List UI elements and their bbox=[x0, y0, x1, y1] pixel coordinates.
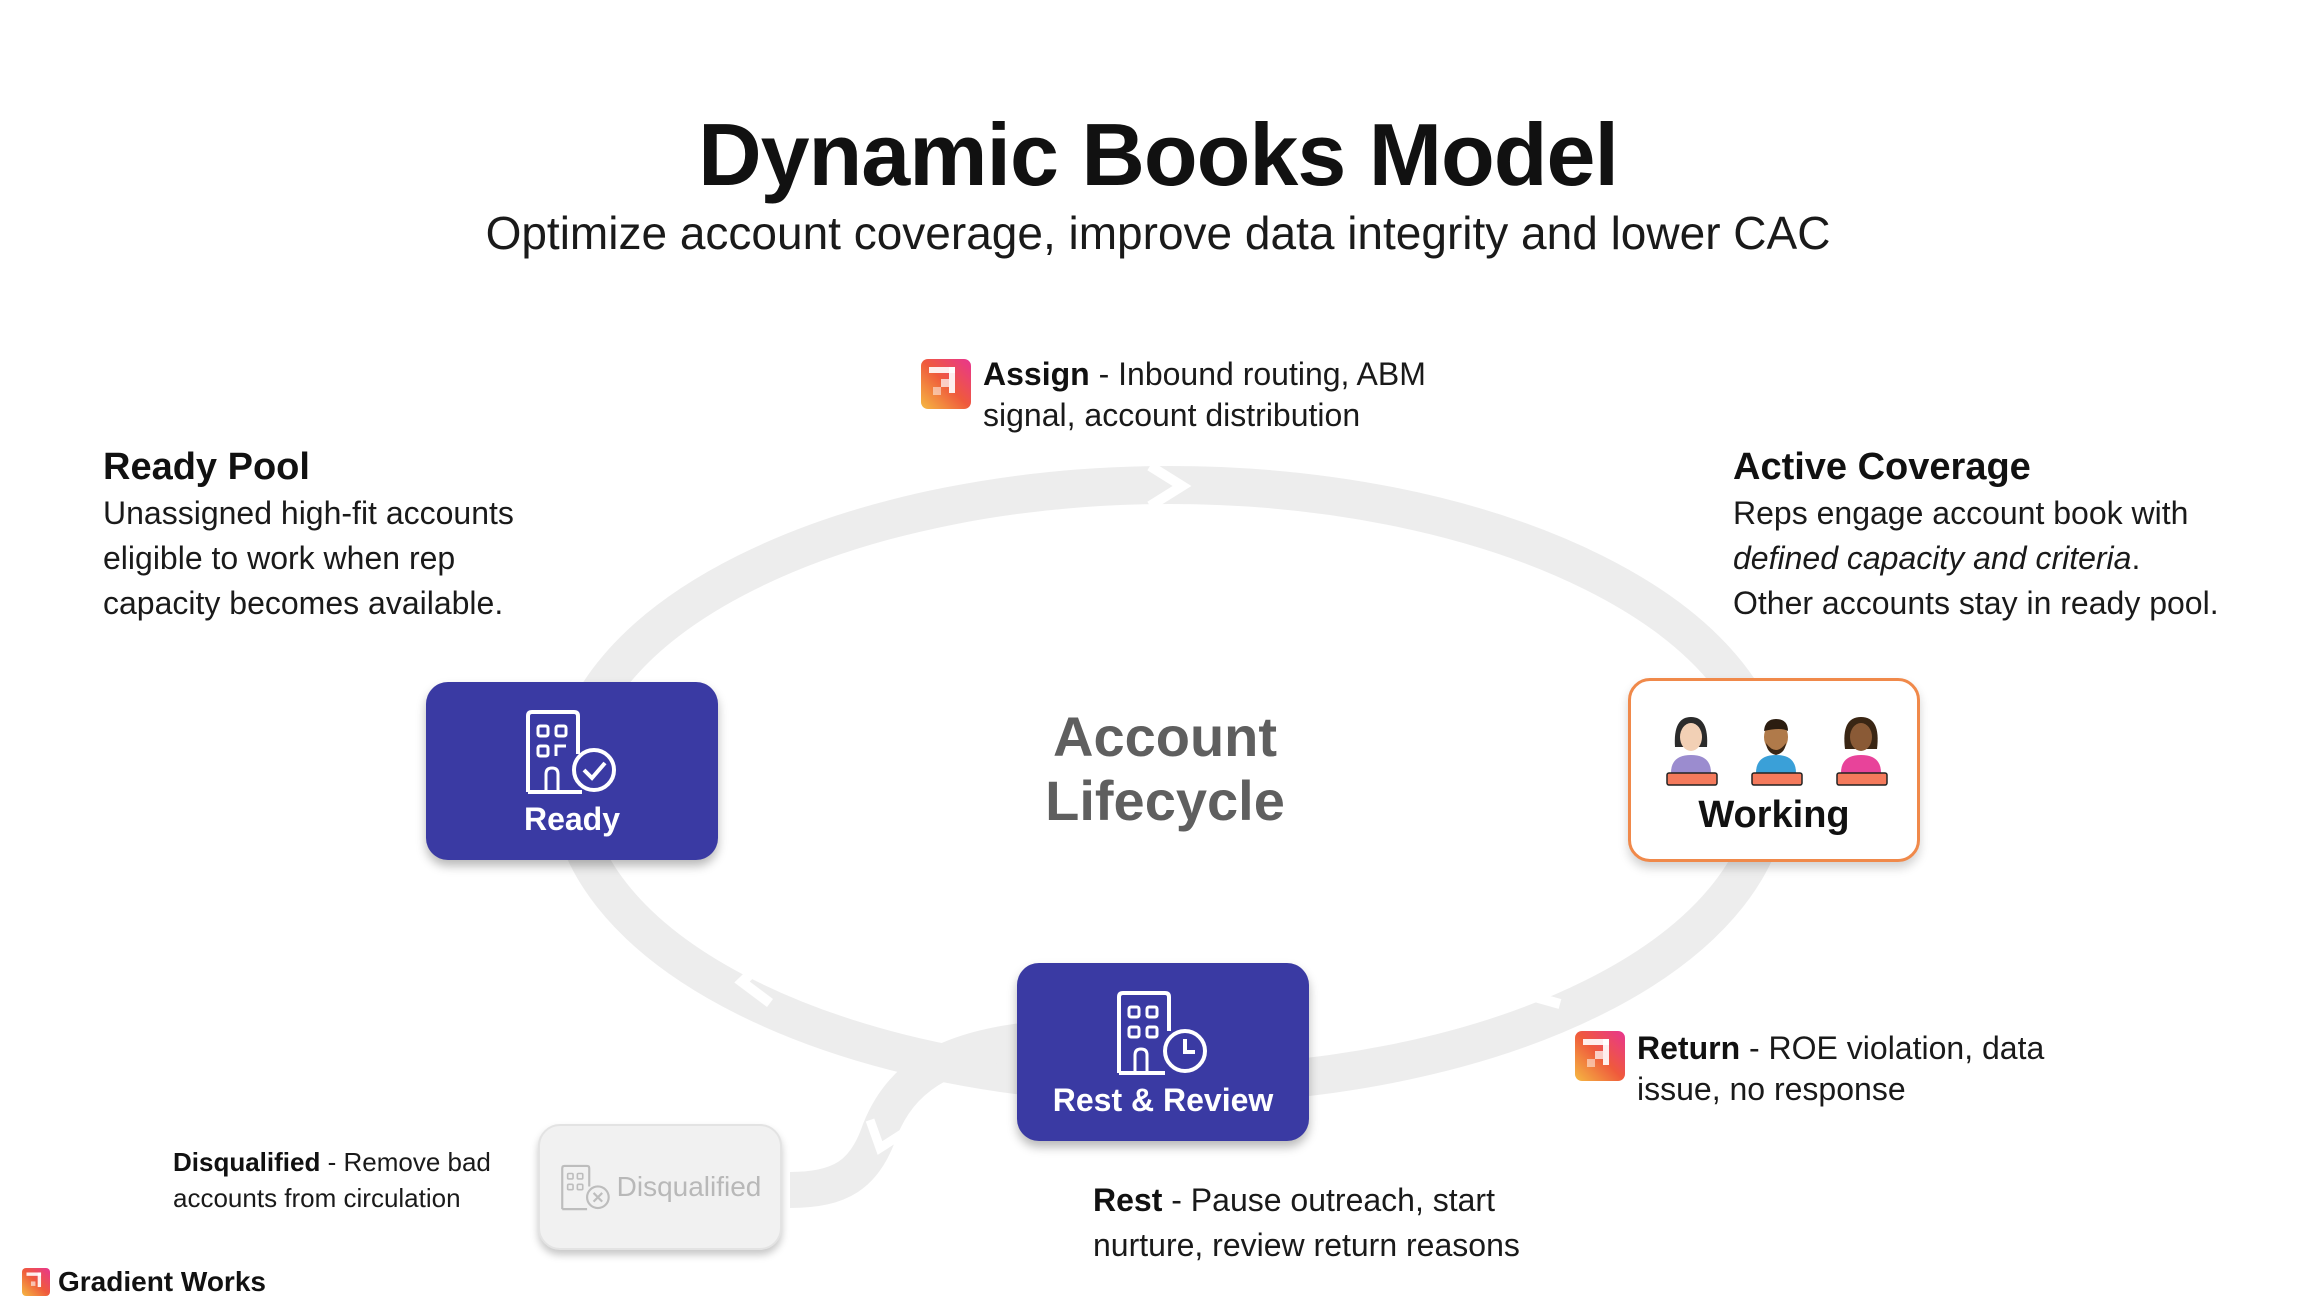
return-callout-line1: Return - ROE violation, data bbox=[1637, 1028, 2157, 1069]
disqualified-callout-line2: accounts from circulation bbox=[173, 1180, 533, 1216]
disqualified-callout-line1: Disqualified - Remove bad bbox=[173, 1144, 533, 1180]
return-callout-bold: Return bbox=[1637, 1030, 1740, 1066]
rest-review-node[interactable]: Rest & Review bbox=[1017, 963, 1309, 1141]
center-label: Account Lifecycle bbox=[920, 705, 1410, 833]
center-label-line1: Account bbox=[920, 705, 1410, 769]
person-3-icon bbox=[1837, 717, 1887, 785]
gradient-logo-icon bbox=[1575, 1031, 1625, 1081]
disqualified-node-label: Disqualified bbox=[613, 1171, 762, 1203]
brand-logo: Gradient Works bbox=[22, 1266, 266, 1298]
ready-pool-line1: Unassigned high-fit accounts bbox=[103, 491, 663, 536]
people-icon bbox=[1661, 711, 1891, 793]
active-coverage-heading: Active Coverage bbox=[1733, 443, 2313, 491]
person-2-icon bbox=[1752, 719, 1802, 785]
return-callout-line2: issue, no response bbox=[1637, 1069, 2157, 1110]
rest-callout-line2: nurture, review return reasons bbox=[1093, 1223, 1613, 1268]
active-coverage-italic: defined capacity and criteria bbox=[1733, 540, 2131, 576]
active-coverage-description: Active Coverage Reps engage account book… bbox=[1733, 443, 2313, 626]
ready-node-label: Ready bbox=[524, 801, 620, 860]
building-clock-icon bbox=[1113, 989, 1213, 1075]
active-coverage-line3: Other accounts stay in ready pool. bbox=[1733, 581, 2313, 626]
disqualified-branch bbox=[790, 1040, 1030, 1190]
assign-callout-line1: Assign - Inbound routing, ABM bbox=[983, 354, 1543, 395]
rest-callout: Rest - Pause outreach, start nurture, re… bbox=[1093, 1178, 1613, 1268]
person-1-icon bbox=[1667, 717, 1717, 785]
disqualified-callout-text1: - Remove bad bbox=[320, 1147, 491, 1177]
assign-callout: Assign - Inbound routing, ABM signal, ac… bbox=[983, 354, 1543, 436]
rest-callout-text1: - Pause outreach, start bbox=[1162, 1182, 1495, 1218]
ready-pool-line3: capacity becomes available. bbox=[103, 581, 663, 626]
working-node-label: Working bbox=[1698, 794, 1849, 859]
disqualified-node[interactable]: Disqualified bbox=[538, 1124, 782, 1250]
assign-callout-text1: - Inbound routing, ABM bbox=[1090, 356, 1426, 392]
ready-node[interactable]: Ready bbox=[426, 682, 718, 860]
rest-callout-line1: Rest - Pause outreach, start bbox=[1093, 1178, 1613, 1223]
building-check-icon bbox=[522, 708, 622, 794]
active-coverage-period: . bbox=[2131, 540, 2140, 576]
active-coverage-line1: Reps engage account book with bbox=[1733, 491, 2313, 536]
disqualified-callout: Disqualified - Remove bad accounts from … bbox=[173, 1144, 533, 1216]
ready-pool-line2: eligible to work when rep bbox=[103, 536, 663, 581]
center-label-line2: Lifecycle bbox=[920, 769, 1410, 833]
active-coverage-line2: defined capacity and criteria. bbox=[1733, 536, 2313, 581]
ready-pool-heading: Ready Pool bbox=[103, 443, 663, 491]
return-callout: Return - ROE violation, data issue, no r… bbox=[1637, 1028, 2157, 1110]
disqualified-callout-bold: Disqualified bbox=[173, 1147, 320, 1177]
gradient-logo-icon bbox=[921, 359, 971, 409]
assign-callout-bold: Assign bbox=[983, 356, 1090, 392]
return-callout-text1: - ROE violation, data bbox=[1740, 1030, 2044, 1066]
ready-pool-description: Ready Pool Unassigned high-fit accounts … bbox=[103, 443, 663, 626]
working-node[interactable]: Working bbox=[1628, 678, 1920, 862]
rest-review-node-label: Rest & Review bbox=[1053, 1082, 1274, 1141]
brand-logo-icon bbox=[22, 1268, 50, 1296]
brand-name: Gradient Works bbox=[58, 1266, 266, 1298]
building-x-icon bbox=[559, 1163, 613, 1211]
ring-arrow-right bbox=[1528, 968, 1560, 1004]
assign-callout-line2: signal, account distribution bbox=[983, 395, 1543, 436]
rest-callout-bold: Rest bbox=[1093, 1182, 1162, 1218]
